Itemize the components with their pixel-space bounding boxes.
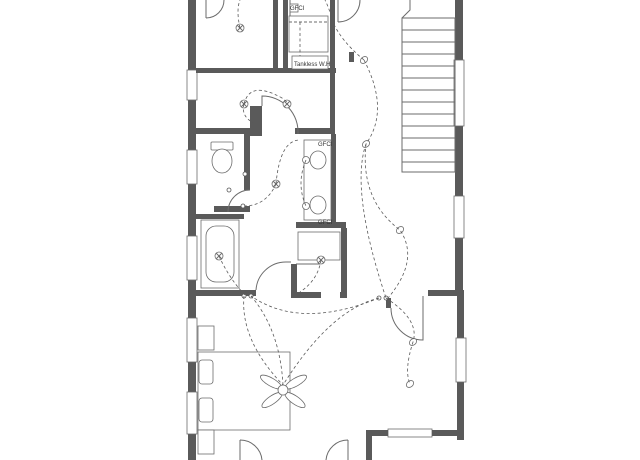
closet-east-wall	[273, 0, 278, 70]
window-east-1	[453, 59, 465, 127]
wc-south-wall	[214, 206, 250, 212]
window-west-5	[186, 391, 198, 435]
window-east-3	[455, 337, 467, 383]
tub-north-wall	[196, 214, 244, 219]
gfci-receptacle-top	[289, 3, 299, 13]
pillow-2	[198, 397, 214, 423]
upper-partition	[196, 68, 336, 73]
gfci-label-top: GFCI	[290, 6, 305, 12]
wc-wall-pier	[250, 106, 262, 136]
window-south-porch	[387, 428, 433, 438]
wiring-circuits	[218, 0, 415, 386]
wc-east-wall	[244, 134, 250, 190]
sink-upper	[309, 150, 327, 170]
switch-icon	[242, 171, 248, 177]
window-east-2	[453, 195, 465, 239]
stair-outline	[401, 17, 456, 173]
closet2-south-wall-b	[340, 292, 347, 298]
pillow-1	[198, 359, 214, 385]
west-exterior-wall	[188, 0, 196, 460]
hall-south-partition	[428, 290, 458, 296]
stair-rail-top	[401, 0, 411, 19]
hall-room-east-wall	[330, 68, 335, 130]
gfci-vanity-label-bottom: GFCI	[318, 220, 333, 226]
closet-door-right	[325, 439, 349, 460]
hall-can-lights	[359, 56, 418, 388]
bath-south-wall	[196, 290, 256, 296]
interior-walls	[196, 0, 462, 460]
bedroom-door	[390, 296, 424, 341]
closet2-south-wall-a	[291, 292, 321, 298]
gfci-vanity-label-top: GFCI	[318, 142, 333, 148]
nightstand-bottom	[197, 429, 215, 455]
window-west-1	[186, 69, 198, 101]
mech-closet-outline	[288, 15, 329, 53]
bath-door	[255, 261, 291, 291]
closet-door-left	[239, 439, 263, 460]
mech-door-arc	[337, 0, 361, 23]
door-jamb	[386, 298, 391, 308]
closet2-east-wall	[341, 228, 347, 298]
toilet-bowl	[211, 148, 233, 174]
can-light-icon	[405, 380, 415, 388]
light-icon	[302, 202, 310, 210]
porch-west-wall	[366, 430, 372, 460]
mech-stub	[349, 52, 354, 62]
can-light-icon	[395, 226, 405, 234]
porch-north-wall-b	[432, 430, 462, 436]
water-heater-fixture	[291, 55, 329, 70]
hall-door	[261, 95, 299, 135]
porch-north-wall-a	[366, 430, 388, 436]
vanity-east-wall	[331, 134, 336, 222]
water-heater-label: Tankless W.H	[294, 62, 330, 68]
top-left-door	[205, 0, 225, 19]
window-west-2	[186, 149, 198, 185]
closet2-west-wall	[291, 264, 297, 298]
east-exterior-wall-upper	[455, 0, 463, 290]
mech-west-wall	[283, 0, 288, 70]
sink-lower	[309, 195, 327, 215]
closet-shelf	[297, 231, 341, 261]
wc-door	[227, 189, 251, 213]
mech-east-wall	[330, 0, 335, 70]
vanity-north-wall	[295, 128, 335, 134]
staircase	[401, 0, 456, 173]
closet2-north-wall	[296, 222, 346, 228]
nightstand-top	[197, 325, 215, 351]
switch-icon	[226, 187, 232, 193]
wc-north-wall	[196, 128, 250, 134]
window-west-4	[186, 317, 198, 363]
window-west-3	[186, 235, 198, 281]
windows	[186, 59, 467, 438]
stair-treads	[402, 29, 455, 163]
